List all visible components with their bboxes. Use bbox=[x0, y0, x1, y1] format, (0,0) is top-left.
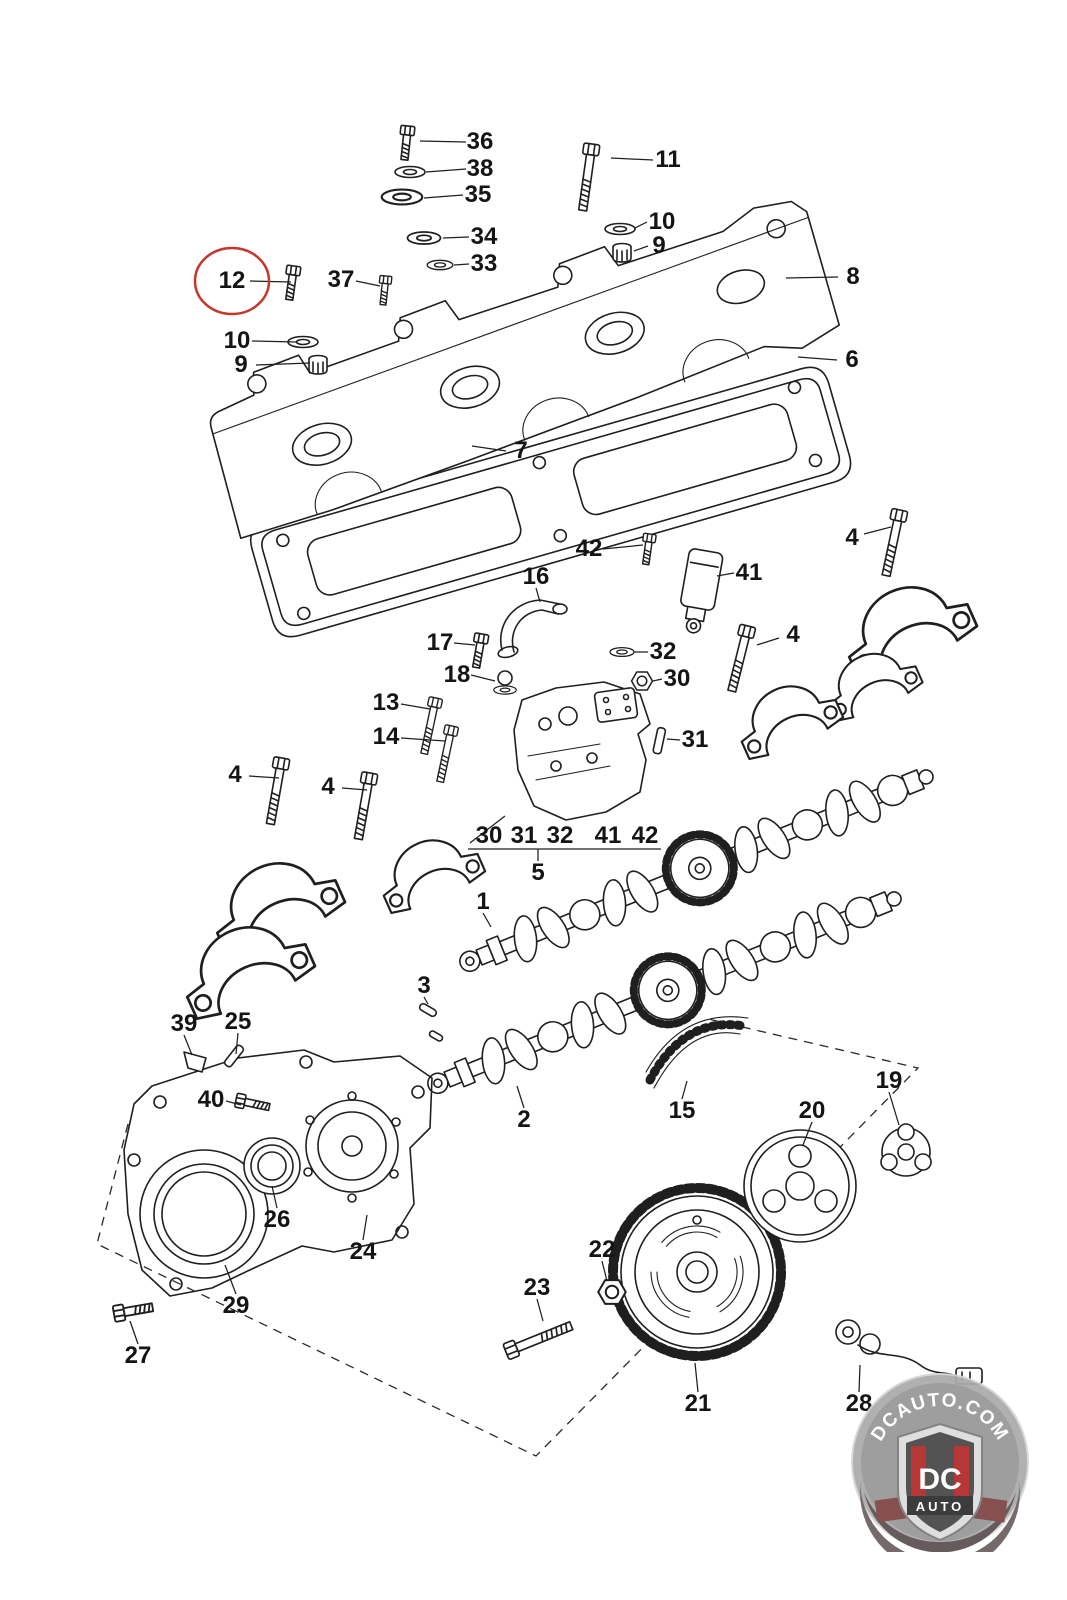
washer bbox=[493, 685, 517, 695]
clip bbox=[183, 1051, 207, 1073]
camshaft-housing bbox=[497, 670, 651, 821]
bolt bbox=[573, 142, 601, 213]
gear-hub bbox=[743, 1129, 857, 1243]
bolt bbox=[349, 770, 379, 842]
valve-cover bbox=[209, 200, 841, 540]
bolt bbox=[261, 755, 291, 827]
bolt bbox=[416, 695, 444, 756]
washer bbox=[380, 188, 424, 206]
bolt bbox=[376, 274, 393, 307]
woodruff-key bbox=[428, 1030, 444, 1042]
highlight-circle bbox=[193, 246, 271, 316]
bolt bbox=[468, 631, 490, 670]
logo-dc-text: DC bbox=[918, 1463, 961, 1496]
woodruff-key bbox=[418, 1002, 438, 1018]
bolt bbox=[111, 1298, 155, 1323]
bolt bbox=[502, 1317, 576, 1361]
washer bbox=[604, 222, 636, 236]
washer bbox=[609, 646, 635, 658]
logo-auto-text: AUTO bbox=[916, 1499, 965, 1514]
timing-gear bbox=[608, 1183, 786, 1361]
front-cover-plate bbox=[123, 1049, 433, 1297]
timing-chain bbox=[645, 1016, 749, 1089]
radial-seal bbox=[243, 1137, 301, 1195]
oil-pipe bbox=[497, 599, 568, 659]
seal-housing bbox=[139, 1149, 269, 1279]
bolt bbox=[396, 124, 416, 162]
bolt bbox=[233, 1092, 272, 1115]
dowel-pin bbox=[223, 1044, 245, 1068]
subassembly-boundary bbox=[96, 1017, 920, 1457]
retainer bbox=[880, 1123, 932, 1177]
bearing-cap bbox=[368, 822, 488, 918]
nut bbox=[597, 1279, 627, 1305]
washer bbox=[406, 231, 442, 245]
oil-solenoid bbox=[680, 548, 724, 634]
bolt bbox=[877, 507, 909, 578]
nut bbox=[630, 671, 654, 691]
leader-lines bbox=[129, 140, 900, 1393]
washer bbox=[394, 165, 426, 179]
camshaft-2 bbox=[416, 865, 913, 1119]
bolt-highlighted bbox=[281, 264, 302, 302]
washer bbox=[426, 259, 454, 271]
dcauto-logo: DCAUTO.COM DC AUTO bbox=[851, 1373, 1029, 1552]
bearing-cap bbox=[726, 668, 846, 764]
dowel-pin bbox=[652, 726, 667, 755]
bolt bbox=[723, 623, 757, 694]
bolt bbox=[432, 723, 460, 784]
grommet bbox=[612, 242, 632, 263]
valve-cover-gasket bbox=[249, 366, 852, 638]
grommet bbox=[308, 354, 328, 375]
